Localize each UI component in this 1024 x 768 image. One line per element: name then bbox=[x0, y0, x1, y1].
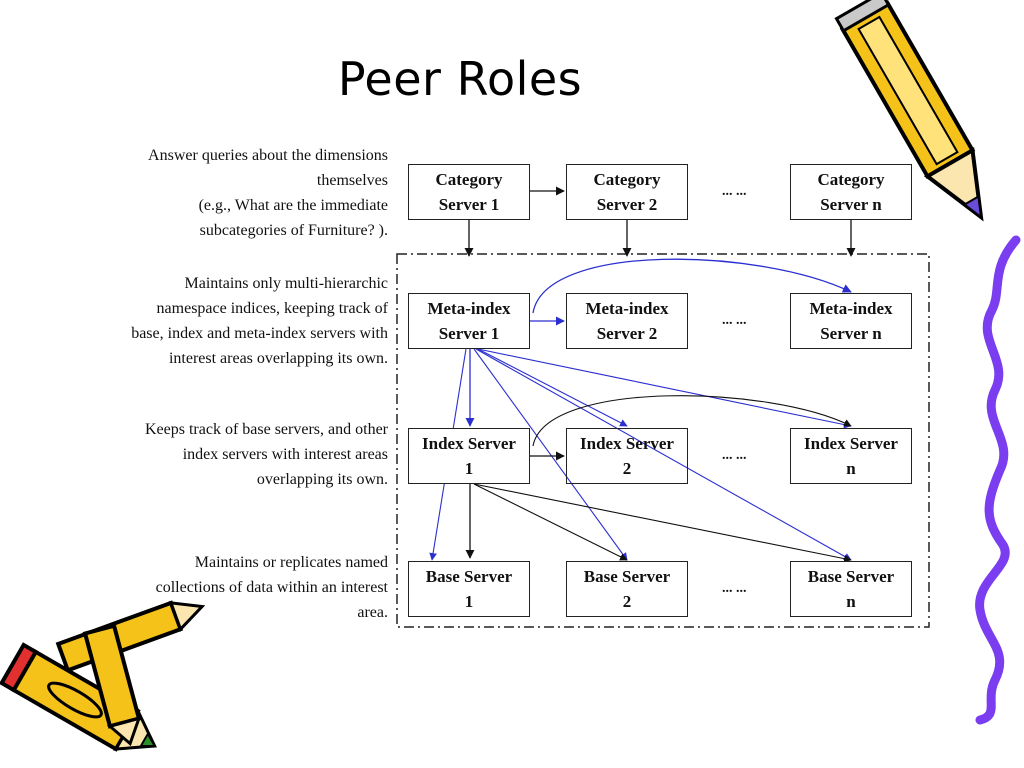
node-label: Index Server bbox=[580, 434, 674, 453]
desc-line: base, index and meta-index servers with bbox=[131, 325, 388, 342]
node-label: Base Server bbox=[425, 567, 513, 586]
index-description: Keeps track of base servers, and other i… bbox=[145, 417, 388, 492]
edge-meta1-index2 bbox=[477, 348, 628, 427]
node-label: Meta-index bbox=[427, 299, 511, 318]
node-label: 2 bbox=[622, 459, 632, 478]
node-label: Index Server bbox=[422, 434, 516, 453]
desc-line: overlapping its own. bbox=[256, 471, 388, 488]
node-label: Server n bbox=[820, 324, 882, 343]
category-server-2: Category Server 2 bbox=[566, 164, 688, 220]
node-label: Index Server bbox=[804, 434, 898, 453]
node-label: Server 2 bbox=[596, 195, 658, 214]
base-server-n: Base Server n bbox=[790, 561, 912, 617]
desc-line: Answer queries about the dimensions bbox=[148, 147, 388, 164]
desc-line: themselves bbox=[316, 172, 388, 189]
desc-line: Maintains only multi-hierarchic bbox=[184, 275, 389, 292]
node-label: Base Server bbox=[583, 567, 671, 586]
category-server-1: Category Server 1 bbox=[408, 164, 530, 220]
meta-index-server-1: Meta-index Server 1 bbox=[408, 293, 530, 349]
base-server-1: Base Server 1 bbox=[408, 561, 530, 617]
category-description: Answer queries about the dimensions them… bbox=[148, 143, 388, 243]
meta-index-description: Maintains only multi-hierarchic namespac… bbox=[131, 271, 388, 371]
peer-boundary bbox=[396, 253, 930, 628]
edge-meta1-base2 bbox=[473, 348, 628, 561]
node-label: 1 bbox=[464, 592, 474, 611]
node-label: Base Server bbox=[807, 567, 895, 586]
desc-line: Keeps track of base servers, and other bbox=[144, 421, 388, 438]
slide-title: Peer Roles bbox=[337, 52, 583, 106]
index-server-n: Index Server n bbox=[790, 428, 912, 484]
category-server-n: Category Server n bbox=[790, 164, 912, 220]
desc-line: (e.g., What are the immediate bbox=[198, 197, 388, 214]
node-label: Server 2 bbox=[596, 324, 658, 343]
edge-meta1-indexn bbox=[477, 348, 852, 429]
index-server-2: Index Server 2 bbox=[566, 428, 688, 484]
node-label: Category bbox=[593, 170, 661, 189]
ellipsis: ... ... bbox=[722, 184, 747, 199]
desc-line: subcategories of Furniture? ). bbox=[199, 222, 388, 239]
edge-index1-indexn bbox=[532, 395, 852, 447]
index-server-1: Index Server 1 bbox=[408, 428, 530, 484]
base-description: Maintains or replicates named collection… bbox=[156, 550, 388, 625]
meta-index-server-n: Meta-index Server n bbox=[790, 293, 912, 349]
node-label: Category bbox=[435, 170, 503, 189]
ellipsis: ... ... bbox=[722, 581, 747, 596]
base-server-2: Base Server 2 bbox=[566, 561, 688, 617]
desc-line: index servers with interest areas bbox=[182, 446, 388, 463]
node-label: 2 bbox=[622, 592, 632, 611]
desc-line: area. bbox=[357, 604, 388, 621]
edge-index1-basen bbox=[473, 483, 852, 563]
node-label: 1 bbox=[464, 459, 474, 478]
edge-index1-base2 bbox=[473, 483, 628, 561]
edge-meta1-metan bbox=[532, 258, 852, 314]
node-label: Server 1 bbox=[438, 324, 500, 343]
ellipsis: ... ... bbox=[722, 313, 747, 328]
node-label: Category bbox=[817, 170, 885, 189]
desc-line: interest areas overlapping its own. bbox=[168, 350, 388, 367]
node-label: Server 1 bbox=[438, 195, 500, 214]
node-label: n bbox=[846, 459, 856, 478]
node-label: Server n bbox=[820, 195, 882, 214]
desc-line: namespace indices, keeping track of bbox=[156, 300, 388, 317]
desc-line: collections of data within an interest bbox=[155, 579, 388, 596]
desc-line: Maintains or replicates named bbox=[194, 554, 388, 571]
meta-index-server-2: Meta-index Server 2 bbox=[566, 293, 688, 349]
node-label: Meta-index bbox=[585, 299, 669, 318]
node-label: Meta-index bbox=[809, 299, 893, 318]
node-label: n bbox=[846, 592, 856, 611]
edge-meta1-basen bbox=[475, 348, 852, 561]
ellipsis: ... ... bbox=[722, 448, 747, 463]
